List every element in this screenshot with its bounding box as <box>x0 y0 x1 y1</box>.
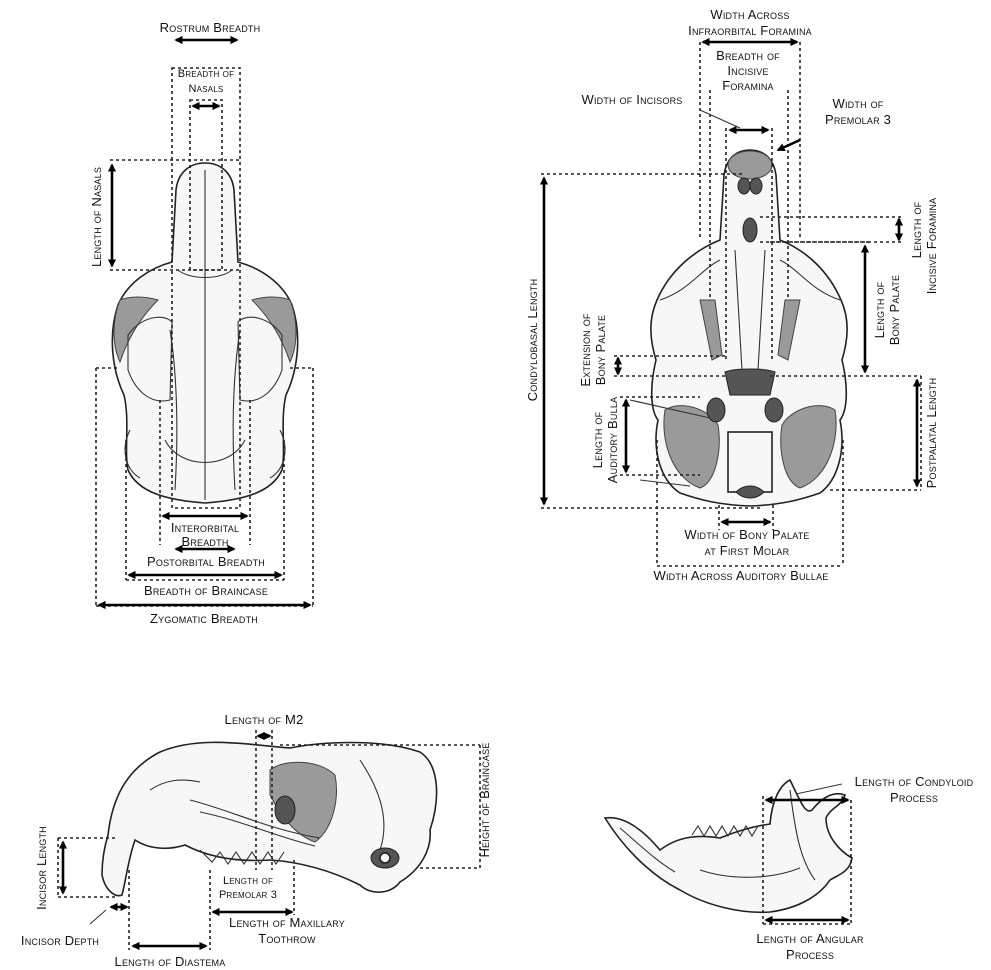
extension-bony-palate-label-2: Bony Palate <box>593 315 608 386</box>
dorsal-view: Rostrum Breadth Breadth of Nasals Length… <box>89 20 313 626</box>
length-of-m2-label: Length of M2 <box>225 712 304 727</box>
zygomatic-breadth-label: Zygomatic Breadth <box>150 611 258 626</box>
incisor-depth-label: Incisor Depth <box>21 933 99 948</box>
length-of-maxillary-label-2: Toothrow <box>258 931 316 946</box>
width-of-premolar-label-1: Width of <box>833 96 884 111</box>
length-auditory-bulla-label-1: Length of <box>590 411 605 468</box>
width-of-premolar-label-2: Premolar 3 <box>825 112 891 127</box>
breadth-of-nasals-label-1: Breadth of <box>178 68 234 80</box>
interorbital-breadth-label-2: Breadth <box>181 534 228 549</box>
condylobasal-length-label: Condylobasal Length <box>525 279 540 402</box>
length-bony-palate-label-2: Bony Palate <box>887 275 902 346</box>
length-angular-label-2: Process <box>786 947 834 962</box>
postpalatal-length-label: Postpalatal Length <box>924 378 939 489</box>
breadth-incisive-label-3: Foramina <box>722 78 774 93</box>
length-of-premolar-label-2: Premolar 3 <box>219 889 277 901</box>
length-angular-label-1: Length of Angular <box>756 931 864 946</box>
length-incisive-foramina-label-2: Incisive Foramina <box>924 198 939 295</box>
breadth-of-braincase-label: Breadth of Braincase <box>144 583 268 598</box>
postorbital-breadth-label: Postorbital Breadth <box>147 554 265 569</box>
length-auditory-bulla-label-2: Auditory Bulla <box>605 397 620 483</box>
height-of-braincase-label: Height of Braincase <box>477 742 492 857</box>
mandible-view: Length of Condyloid Process Length of An… <box>605 774 974 962</box>
length-of-maxillary-label-1: Length of Maxillary <box>229 915 345 930</box>
width-across-if-label-1: Width Across <box>710 7 789 22</box>
length-of-premolar-label-1: Length of <box>223 875 273 887</box>
lateral-view: Length of M2 Height of Braincase Incisor… <box>21 712 492 969</box>
lateral-skull-drawing <box>102 742 437 895</box>
dorsal-skull-drawing <box>112 163 297 503</box>
width-across-if-label-2: Infraorbital Foramina <box>688 23 812 38</box>
width-bony-palate-label-1: Width of Bony Palate <box>684 527 809 542</box>
length-bony-palate-label-1: Length of <box>872 281 887 338</box>
width-of-incisors-label: Width of Incisors <box>581 92 682 107</box>
width-bony-palate-label-2: at First Molar <box>705 543 790 558</box>
length-of-diastema-label: Length of Diastema <box>115 954 226 969</box>
width-across-bullae-label: Width Across Auditory Bullae <box>654 568 829 583</box>
ventral-skull-drawing <box>651 150 847 506</box>
ventral-view: Width Across Infraorbital Foramina Bread… <box>525 7 939 583</box>
breadth-of-nasals-label-2: Nasals <box>189 83 224 95</box>
interorbital-breadth-label-1: Interorbital <box>171 520 239 535</box>
extension-bony-palate-label-1: Extension of <box>578 313 593 386</box>
breadth-incisive-label-1: Breadth of <box>716 48 780 63</box>
breadth-incisive-label-2: Incisive <box>727 63 768 78</box>
length-condyloid-label-2: Process <box>890 790 938 805</box>
length-of-nasals-label: Length of Nasals <box>89 167 104 267</box>
incisor-length-label: Incisor Length <box>34 826 49 910</box>
length-condyloid-label-1: Length of Condyloid <box>855 774 974 789</box>
length-incisive-foramina-label-1: Length of <box>909 201 924 258</box>
rostrum-breadth-label: Rostrum Breadth <box>160 20 261 35</box>
